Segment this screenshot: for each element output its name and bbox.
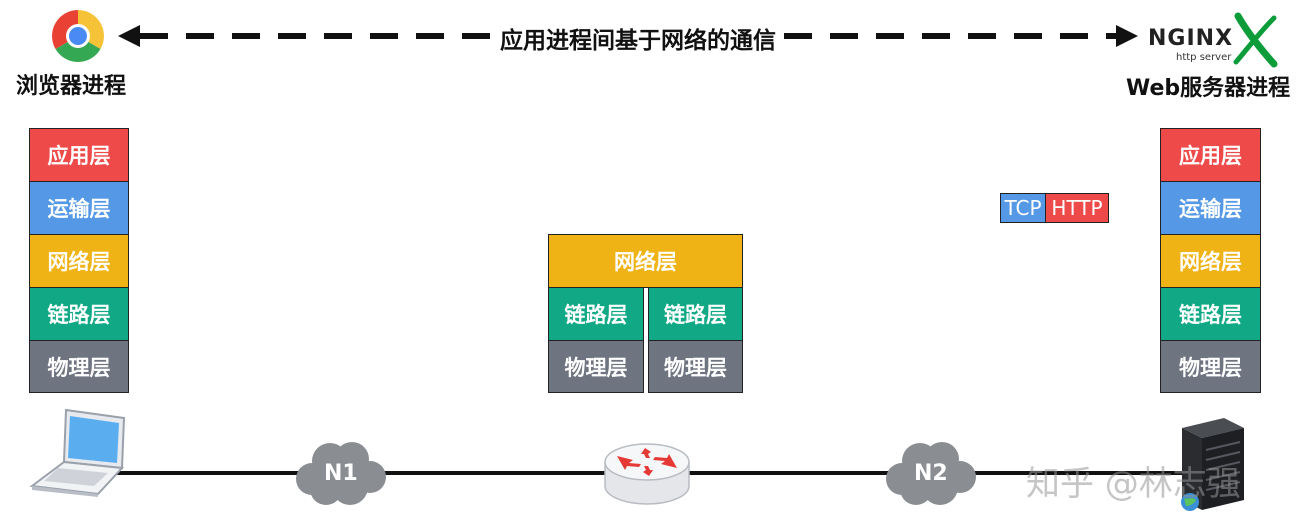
nginx-logo: NGINX http server bbox=[1146, 12, 1286, 68]
router-physical-layer-left: 物理层 bbox=[548, 340, 644, 393]
watermark: 知乎 @林志强 bbox=[1026, 464, 1241, 504]
right-physical-layer: 物理层 bbox=[1160, 340, 1261, 393]
router-link-layer-right: 链路层 bbox=[648, 287, 743, 341]
right-link-layer: 链路层 bbox=[1160, 287, 1261, 341]
laptop-icon bbox=[28, 406, 128, 498]
left-network-layer: 网络层 bbox=[29, 234, 129, 288]
nginx-logo-text: NGINX bbox=[1148, 26, 1234, 51]
nginx-x-icon bbox=[1233, 12, 1278, 68]
network-n2-label: N2 bbox=[914, 461, 948, 486]
nginx-sub-text: http server bbox=[1176, 52, 1232, 63]
router-network-layer: 网络层 bbox=[548, 234, 743, 288]
cloud-n1-icon: N1 bbox=[290, 437, 390, 507]
router-icon bbox=[603, 442, 691, 508]
left-physical-layer: 物理层 bbox=[29, 340, 129, 393]
comm-label: 应用进程间基于网络的通信 bbox=[492, 21, 784, 55]
router-physical-layer-right: 物理层 bbox=[648, 340, 743, 393]
browser-process-label: 浏览器进程 bbox=[16, 74, 127, 99]
router-link-layer-left: 链路层 bbox=[548, 287, 644, 341]
chrome-icon bbox=[50, 8, 106, 64]
right-network-layer: 网络层 bbox=[1160, 234, 1261, 288]
server-process-label: Web服务器进程 bbox=[1126, 76, 1291, 101]
server-icon bbox=[1172, 414, 1252, 514]
network-n1-label: N1 bbox=[324, 461, 358, 486]
left-application-layer: 应用层 bbox=[29, 128, 129, 182]
http-tag: HTTP bbox=[1045, 193, 1109, 223]
left-link-layer: 链路层 bbox=[29, 287, 129, 341]
cloud-n2-icon: N2 bbox=[880, 437, 980, 507]
